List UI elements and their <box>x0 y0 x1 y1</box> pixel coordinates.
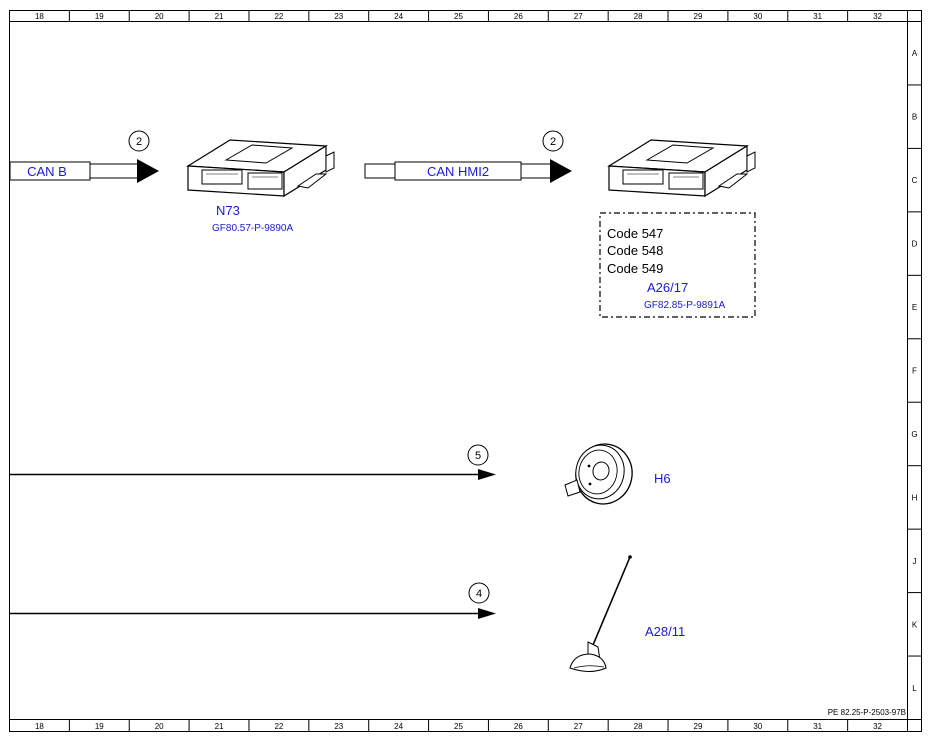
can-hmi2-bus[interactable]: CAN HMI2 <box>364 159 572 183</box>
row-label: J <box>913 557 917 566</box>
column-label: 24 <box>394 12 403 21</box>
code-line-3: Code 549 <box>607 261 663 276</box>
can-hmi2-callout: 2 <box>542 130 564 152</box>
a26-17-option-box: Code 547 Code 548 Code 549 A26/17 GF82.8… <box>599 212 756 318</box>
can-b-label-box <box>9 161 91 181</box>
right-ruler: A B C D E F G H J K L <box>907 49 922 693</box>
h6-wire[interactable] <box>10 469 496 480</box>
column-label: 19 <box>95 722 104 731</box>
callout-circle <box>467 444 489 466</box>
column-label: 26 <box>514 722 523 731</box>
row-label: E <box>912 303 917 312</box>
h6-speaker-icon[interactable] <box>564 439 638 509</box>
a28-11-code: A28/11 <box>645 624 685 639</box>
bottom-ruler: 18 19 20 21 22 23 24 25 26 27 28 29 30 31 32 <box>35 719 908 732</box>
can-b-callout: 2 <box>128 130 150 152</box>
callout-circle <box>128 130 150 152</box>
column-label: 30 <box>753 722 762 731</box>
column-label: 20 <box>155 722 164 731</box>
can-b-bus[interactable]: CAN B <box>9 159 159 183</box>
row-label: K <box>912 620 918 629</box>
column-label: 32 <box>873 12 882 21</box>
row-label: F <box>912 367 917 376</box>
row-label: H <box>912 493 918 502</box>
column-label: 22 <box>274 12 283 21</box>
column-label: 19 <box>95 12 104 21</box>
a26-17-control-unit-icon[interactable] <box>607 139 756 198</box>
a28-11-callout: 4 <box>468 582 490 604</box>
can-hmi2-label-box <box>394 161 522 181</box>
column-label: 25 <box>454 12 463 21</box>
column-label: 21 <box>215 12 224 21</box>
column-label: 27 <box>574 12 583 21</box>
column-label: 20 <box>155 12 164 21</box>
column-label: 25 <box>454 722 463 731</box>
row-label: A <box>912 49 918 58</box>
column-label: 22 <box>274 722 283 731</box>
code-line-2: Code 548 <box>607 243 663 258</box>
row-label: L <box>912 684 917 693</box>
n73-code: N73 <box>216 203 240 218</box>
column-label: 28 <box>634 12 643 21</box>
column-label: 28 <box>634 722 643 731</box>
column-label: 26 <box>514 12 523 21</box>
column-label: 21 <box>215 722 224 731</box>
callout-number: 2 <box>136 136 142 148</box>
column-label: 24 <box>394 722 403 731</box>
row-label: C <box>912 176 918 185</box>
callout-circle <box>542 130 564 152</box>
callout-number: 4 <box>476 588 482 600</box>
column-label: 30 <box>753 12 762 21</box>
a26-17-ref: GF82.85-P-9891A <box>644 300 725 311</box>
document-id: PE 82.25-P-2503-97B <box>828 708 906 717</box>
callout-number: 2 <box>550 136 556 148</box>
n73-ref: GF80.57-P-9890A <box>212 223 293 234</box>
column-label: 18 <box>35 722 44 731</box>
column-label: 31 <box>813 12 822 21</box>
can-hmi2-label: CAN HMI2 <box>427 164 489 179</box>
dashed-boundary <box>599 212 756 318</box>
column-label: 18 <box>35 12 44 21</box>
h6-callout: 5 <box>467 444 489 466</box>
a28-11-antenna-icon[interactable] <box>569 555 632 673</box>
a26-17-code: A26/17 <box>647 280 688 295</box>
can-hmi2-arrowhead <box>550 159 572 183</box>
column-label: 27 <box>574 722 583 731</box>
column-label: 29 <box>694 722 703 731</box>
row-label: D <box>912 240 918 249</box>
column-label: 31 <box>813 722 822 731</box>
column-label: 23 <box>334 12 343 21</box>
can-b-arrowhead <box>137 159 159 183</box>
h6-code: H6 <box>654 471 671 486</box>
can-b-label: CAN B <box>27 164 67 179</box>
a28-11-wire[interactable] <box>10 608 496 619</box>
column-label: 32 <box>873 722 882 731</box>
row-label: G <box>911 430 917 439</box>
row-label: B <box>912 113 917 122</box>
column-label: 23 <box>334 722 343 731</box>
callout-circle <box>468 582 490 604</box>
top-ruler: 18 19 20 21 22 23 24 25 26 27 28 29 30 31 32 <box>35 10 908 22</box>
n73-control-unit-icon[interactable] <box>186 139 335 198</box>
drawing-frame <box>9 10 922 732</box>
code-line-1: Code 547 <box>607 226 663 241</box>
column-label: 29 <box>694 12 703 21</box>
callout-number: 5 <box>475 450 481 462</box>
